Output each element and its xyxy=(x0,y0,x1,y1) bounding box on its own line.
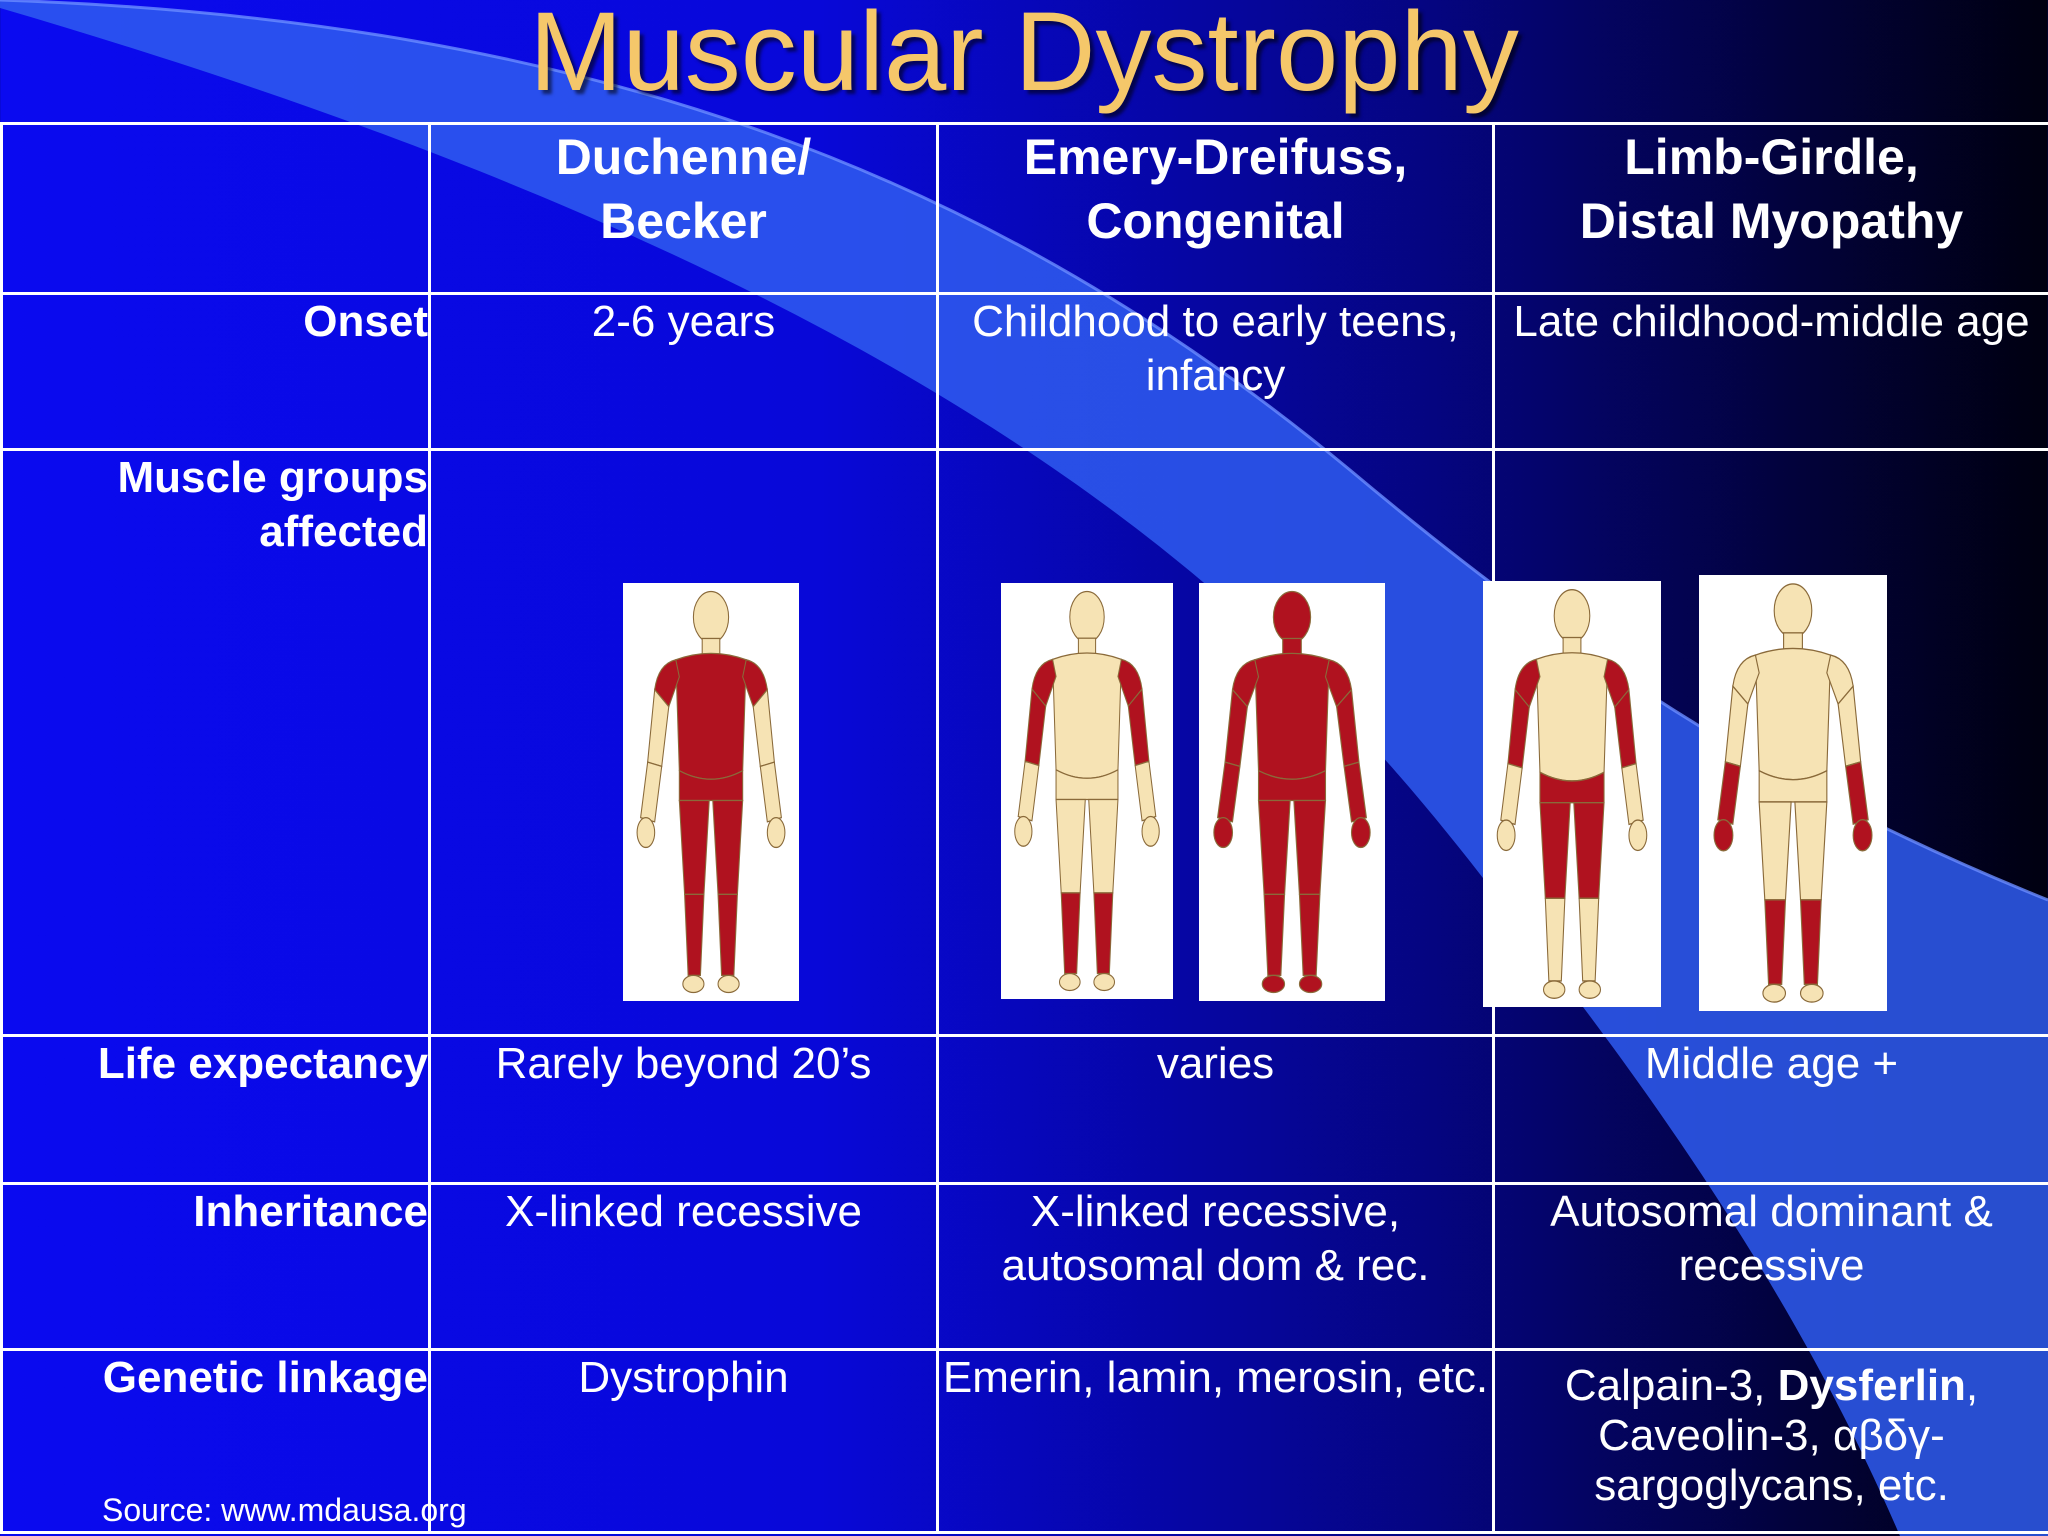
inheritance-emery: X-linked recessive, autosomal dom & rec. xyxy=(936,1182,1495,1351)
inheritance-limb-girdle: Autosomal dominant & recessive xyxy=(1492,1182,2048,1351)
life-limb-girdle: Middle age + xyxy=(1492,1034,2048,1185)
life-duchenne: Rarely beyond 20’s xyxy=(428,1034,939,1185)
muscle-limb-girdle-cell xyxy=(1483,448,2048,1037)
column-header-line: Duchenne/ xyxy=(555,129,812,185)
inheritance-row: Inheritance X-linked recessive X-linked … xyxy=(0,1182,2048,1351)
onset-limb-girdle: Late childhood-middle age xyxy=(1492,292,2048,451)
inheritance-duchenne: X-linked recessive xyxy=(428,1182,939,1351)
genetic-duchenne: Dystrophin xyxy=(428,1348,939,1534)
distal-myopathy-figure xyxy=(1699,575,1887,1011)
column-header-line: Becker xyxy=(600,193,767,249)
page-title: Muscular Dystrophy xyxy=(529,0,1519,114)
corner-cell xyxy=(0,122,431,295)
comparison-table: Duchenne/ Becker Emery-Dreifuss, Congeni… xyxy=(0,122,2048,1534)
genetic-text-part1: Calpain-3, xyxy=(1564,1361,1778,1410)
row-label-onset: Onset xyxy=(0,292,431,451)
life-row: Life expectancy Rarely beyond 20’s varie… xyxy=(0,1034,2048,1185)
column-header-line: Emery-Dreifuss, xyxy=(1023,129,1408,185)
duchenne-figure xyxy=(623,583,799,1001)
row-label-muscle-groups: Muscle groups affected xyxy=(0,448,431,1037)
column-header-duchenne: Duchenne/ Becker xyxy=(428,122,939,295)
row-label-genetic-linkage: Genetic linkage xyxy=(0,1348,431,1534)
muscle-emery-cell xyxy=(936,448,1495,1037)
row-label-inheritance: Inheritance xyxy=(0,1182,431,1351)
column-header-line: Limb-Girdle, xyxy=(1624,129,1919,185)
congenital-figure xyxy=(1199,583,1385,1001)
genetic-row: Genetic linkage Dystrophin Emerin, lamin… xyxy=(0,1348,2048,1534)
column-header-line: Distal Myopathy xyxy=(1579,193,1964,249)
muscle-duchenne-cell xyxy=(428,448,939,1037)
muscle-row: Muscle groups affected xyxy=(0,448,2048,1037)
genetic-text-bold: Dysferlin xyxy=(1777,1361,1966,1410)
genetic-emery: Emerin, lamin, merosin, etc. xyxy=(936,1348,1495,1534)
limb-girdle-figure xyxy=(1483,581,1661,1007)
source-citation: Source: www.mdausa.org xyxy=(102,1492,467,1528)
column-header-emery: Emery-Dreifuss, Congenital xyxy=(936,122,1495,295)
column-header-line: Congenital xyxy=(1086,193,1345,249)
onset-duchenne: 2-6 years xyxy=(428,292,939,451)
onset-emery: Childhood to early teens, infancy xyxy=(936,292,1495,451)
row-label-life-expectancy: Life expectancy xyxy=(0,1034,431,1185)
column-header-limb-girdle: Limb-Girdle, Distal Myopathy xyxy=(1492,122,2048,295)
life-emery: varies xyxy=(936,1034,1495,1185)
onset-row: Onset 2-6 years Childhood to early teens… xyxy=(0,292,2048,451)
genetic-limb-girdle: Calpain-3, Dysferlin, Caveolin-3, αβδγ-s… xyxy=(1492,1348,2048,1534)
genetic-text-part2: , Caveolin-3, αβδγ-sargoglycans, etc. xyxy=(1594,1361,1979,1510)
header-row: Duchenne/ Becker Emery-Dreifuss, Congeni… xyxy=(0,122,2048,295)
emery-dreifuss-figure xyxy=(1001,583,1173,999)
